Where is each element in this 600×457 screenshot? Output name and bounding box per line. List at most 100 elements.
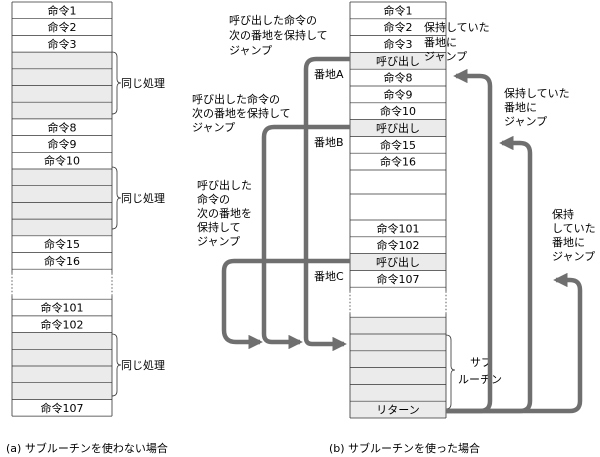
memory-cell-label: 命令9 <box>384 87 413 101</box>
memory-cell-label: 命令8 <box>384 71 413 85</box>
memory-cell <box>350 287 446 318</box>
memory-cell <box>12 202 112 220</box>
memory-cell-label: 命令16 <box>44 254 80 268</box>
memory-cell <box>12 399 112 417</box>
memory-cell <box>12 2 112 19</box>
memory-cell <box>12 135 112 153</box>
svg-text:呼び出した: 呼び出した <box>197 178 252 192</box>
memory-cell <box>350 253 446 271</box>
memory-cell <box>12 252 112 270</box>
memory-cell-label: 命令102 <box>377 238 420 252</box>
memory-cell <box>12 366 112 383</box>
subroutine-label-2: ルーチン <box>458 373 502 386</box>
memory-cell <box>350 69 446 86</box>
same-process-label-3: 同じ処理 <box>121 359 165 372</box>
return-arrow-3 <box>446 272 583 414</box>
memory-cell <box>350 220 446 237</box>
address-a-label: 番地A <box>314 68 344 81</box>
svg-text:呼び出した命令の: 呼び出した命令の <box>229 13 317 27</box>
memory-cell-label: 呼び出し <box>376 121 420 135</box>
call-note-c: 呼び出した 命令の 次の番地を 保持して ジャンプ <box>197 178 252 248</box>
svg-text:ジャンプ: ジャンプ <box>192 121 235 134</box>
memory-cell <box>12 269 112 300</box>
memory-cell <box>350 86 446 103</box>
return-note-3: 保持 していた 番地に ジャンプ <box>552 207 596 263</box>
memory-cell <box>350 2 446 19</box>
memory-cell <box>12 219 112 236</box>
call-arrow-a <box>303 56 350 352</box>
svg-text:ジャンプ: ジャンプ <box>197 235 240 248</box>
memory-cell <box>350 317 446 334</box>
memory-cell <box>12 52 112 69</box>
same-process-brace-1: 同じ処理 <box>111 51 165 115</box>
svg-text:保持して: 保持して <box>197 220 241 234</box>
memory-cell <box>12 185 112 203</box>
memory-cell-label: 命令2 <box>384 20 413 34</box>
memory-column-b: 命令1命令2命令3呼び出し命令8命令9命令10呼び出し命令15命令16命令101… <box>349 1 447 419</box>
memory-cell <box>12 382 112 400</box>
same-process-brace-2: 同じ処理 <box>111 166 165 230</box>
svg-text:ジャンプ: ジャンプ <box>552 250 595 263</box>
same-process-brace-3: 同じ処理 <box>111 333 165 397</box>
svg-text:番地に: 番地に <box>424 36 457 49</box>
return-note-1: 保持していた 番地に ジャンプ <box>424 20 490 63</box>
return-note-2: 保持していた 番地に ジャンプ <box>504 86 570 128</box>
svg-text:番地に: 番地に <box>552 236 585 249</box>
subroutine-brace: サブ ルーチン <box>445 334 502 410</box>
memory-cell <box>350 384 446 402</box>
memory-cell-label: 命令101 <box>377 221 420 235</box>
memory-cell <box>350 153 446 170</box>
memory-cell-label: 命令107 <box>41 401 84 415</box>
svg-text:保持していた: 保持していた <box>424 20 490 34</box>
memory-cell <box>12 332 112 350</box>
call-note-a: 呼び出した命令の 次の番地を保持して ジャンプ <box>229 13 328 57</box>
memory-cell <box>350 119 446 137</box>
svg-text:次の番地を保持して: 次の番地を保持して <box>229 28 328 42</box>
address-b-label: 番地B <box>314 136 344 149</box>
memory-cell <box>350 367 446 385</box>
svg-text:番地に: 番地に <box>504 101 537 114</box>
memory-cell-label: 命令15 <box>380 138 416 152</box>
memory-cell <box>12 315 112 333</box>
memory-cell-label: 命令2 <box>48 20 77 34</box>
memory-cell-label: 命令107 <box>377 272 420 286</box>
memory-cell <box>12 349 112 366</box>
memory-cell <box>350 401 446 418</box>
svg-text:していた: していた <box>552 222 596 235</box>
memory-cell <box>350 136 446 154</box>
memory-column-a: 命令1命令2命令3命令8命令9命令10命令15命令16命令101命令102命令1… <box>11 1 113 417</box>
svg-text:命令の: 命令の <box>197 192 230 206</box>
memory-cell <box>350 350 446 368</box>
caption-b: (b) サブルーチンを使った場合 <box>329 441 480 455</box>
memory-cell-label: 命令3 <box>384 37 413 51</box>
memory-cell-label: 命令16 <box>380 155 416 169</box>
memory-cell <box>350 18 446 36</box>
memory-cell-label: 命令10 <box>380 104 416 118</box>
svg-text:保持: 保持 <box>552 207 574 221</box>
memory-cell <box>12 118 112 136</box>
call-arrow-b <box>261 124 350 350</box>
svg-text:ジャンプ: ジャンプ <box>504 115 547 128</box>
svg-text:呼び出した命令の: 呼び出した命令の <box>192 92 280 106</box>
memory-cell-label: 命令9 <box>48 137 77 151</box>
memory-cell-label: 命令1 <box>48 3 77 17</box>
memory-cell <box>350 170 446 194</box>
caption-a: (a) サブルーチンを使わない場合 <box>6 441 168 455</box>
memory-cell-label: 呼び出し <box>376 255 420 269</box>
memory-cell-label: 命令15 <box>44 237 80 251</box>
svg-text:次の番地を: 次の番地を <box>197 206 252 220</box>
memory-cell <box>350 270 446 288</box>
memory-cell <box>350 194 446 220</box>
memory-cell-label: 命令1 <box>384 3 413 17</box>
svg-text:ジャンプ: ジャンプ <box>424 50 467 63</box>
memory-cell-label: 呼び出し <box>376 54 420 68</box>
memory-cell <box>12 169 112 186</box>
call-arrow-c <box>221 258 350 350</box>
memory-cell <box>12 68 112 86</box>
svg-text:保持していた: 保持していた <box>504 86 570 100</box>
memory-cell <box>12 152 112 169</box>
memory-cell-label: リターン <box>376 404 419 417</box>
svg-text:次の番地を保持して: 次の番地を保持して <box>192 106 291 120</box>
memory-cell <box>350 236 446 254</box>
